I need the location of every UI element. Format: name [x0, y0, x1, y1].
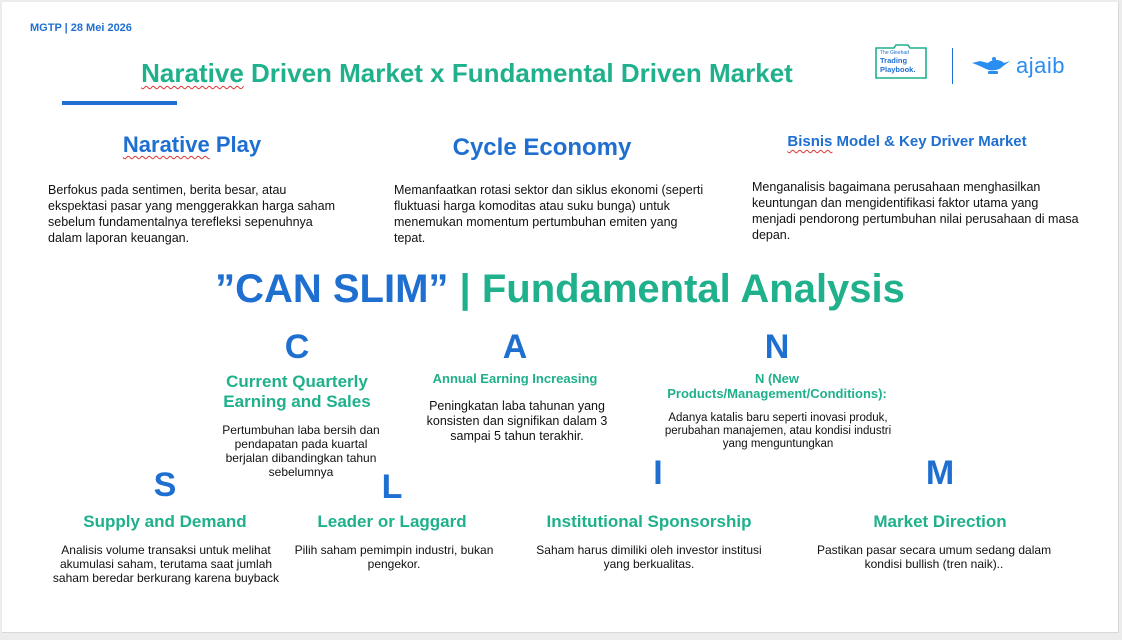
body-c: Pertumbuhan laba bersih dan pendapatan p… — [222, 423, 380, 479]
letter-a: A — [502, 328, 528, 366]
section-title-a: Bisnis — [787, 133, 833, 150]
section-title-a: Narative — [122, 132, 210, 157]
title-underline — [62, 101, 177, 105]
section-body-narative-play: Berfokus pada sentimen, berita besar, at… — [48, 183, 335, 245]
section-title-b: Play — [209, 132, 262, 157]
page-title: Narative Driven Market x Fundamental Dri… — [2, 58, 932, 89]
letter-s: S — [153, 466, 177, 504]
canslim-rest: | Fundamental Analysis — [448, 267, 905, 311]
letter-i: I — [653, 454, 663, 492]
section-title-b: Model & Key Driver Market — [832, 133, 1027, 150]
badge-line2: Trading — [880, 56, 908, 65]
body-n: Adanya katalis baru seperti inovasi prod… — [664, 412, 892, 450]
genie-lamp-icon — [972, 57, 1010, 74]
section-title-bisnis-model: Bisnis Model & Key Driver Market — [762, 133, 1052, 150]
header-meta: MGTP | 28 Mei 2026 — [30, 22, 132, 34]
letter-l: L — [381, 468, 403, 506]
section-title-cycle-economy: Cycle Economy — [452, 134, 632, 161]
heading-s: Supply and Demand — [83, 512, 247, 531]
heading-m: Market Direction — [873, 512, 1007, 531]
logo-divider — [952, 48, 953, 84]
section-title-narative-play: Narative Play — [82, 132, 302, 158]
heading-n: N (New Products/Management/Conditions): — [667, 371, 887, 401]
ajaib-logo: ajaib — [970, 52, 1065, 80]
title-part2: Driven Market x Fundamental Driven Marke… — [243, 58, 793, 88]
body-m: Pastikan pasar secara umum sedang dalam … — [816, 543, 1052, 571]
playbook-logo: The Gleehad Trading Playbook. — [874, 44, 928, 82]
canslim-title: ”CAN SLIM” | Fundamental Analysis — [2, 267, 1118, 312]
heading-c: Current Quarterly Earning and Sales — [223, 372, 371, 411]
heading-i: Institutional Sponsorship — [546, 512, 752, 531]
letter-m: M — [925, 454, 955, 492]
badge-line3: Playbook. — [880, 65, 915, 74]
canslim-quoted: ”CAN SLIM” — [215, 267, 449, 311]
body-i: Saham harus dimiliki oleh investor insti… — [536, 543, 762, 571]
body-a: Peningkatan laba tahunan yang konsisten … — [426, 399, 608, 443]
body-l: Pilih saham pemimpin industri, bukan pen… — [294, 543, 494, 571]
heading-a: Annual Earning Increasing — [432, 371, 598, 386]
badge-line1: The Gleehad — [880, 50, 909, 56]
section-body-cycle-economy: Memanfaatkan rotasi sektor dan siklus ek… — [394, 183, 704, 245]
title-part1: Narative — [141, 58, 244, 88]
body-s: Analisis volume transaksi untuk melihat … — [52, 543, 280, 585]
heading-l: Leader or Laggard — [317, 512, 467, 531]
letter-c: C — [284, 328, 310, 366]
letter-n: N — [764, 328, 790, 366]
ajaib-wordmark: ajaib — [1016, 53, 1065, 78]
section-body-bisnis-model: Menganalisis bagaimana perusahaan mengha… — [752, 180, 1079, 242]
